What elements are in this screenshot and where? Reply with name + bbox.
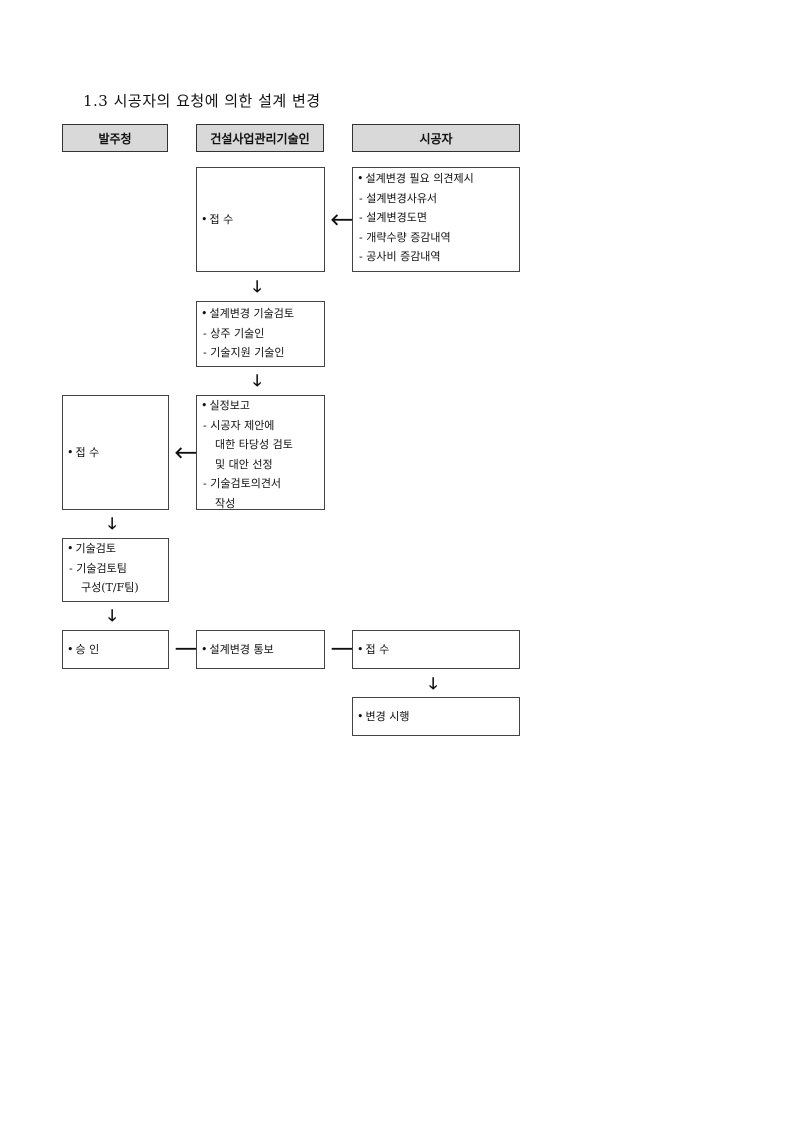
contractor-receipt-label: 접 수 [357, 640, 515, 660]
arrow-down-icon: 🡓 [429, 674, 438, 693]
supervisor-review-item: - 상주 기술인 [203, 326, 265, 340]
supervisor-report-item: 대한 타당성 검토 [215, 438, 293, 451]
arrow-down-icon: 🡓 [108, 514, 117, 533]
contractor-receipt-box: 접 수 [352, 630, 520, 669]
arrow-down-icon: 🡓 [253, 277, 262, 296]
contractor-request-box: 설계변경 필요 의견제시 - 설계변경사유서 - 설계변경도면 - 개략수량 증… [352, 167, 520, 272]
supervisor-review-box: 설계변경 기술검토 - 상주 기술인 - 기술지원 기술인 [196, 301, 325, 367]
contractor-execute-label: 변경 시행 [357, 707, 515, 727]
contractor-request-item: - 설계변경사유서 [359, 191, 438, 205]
owner-approval-box: 승 인 [62, 630, 169, 669]
contractor-request-main: 설계변경 필요 의견제시 [357, 169, 515, 189]
owner-review-box: 기술검토 - 기술검토팀 구성(T/F팀) [62, 538, 169, 602]
supervisor-receipt-label: 접 수 [201, 210, 320, 230]
header-owner: 발주청 [62, 124, 168, 152]
header-supervisor: 건설사업관리기술인 [196, 124, 324, 152]
header-contractor: 시공자 [352, 124, 520, 152]
supervisor-notice-label: 설계변경 통보 [201, 640, 320, 660]
owner-receipt-box: 접 수 [62, 395, 169, 510]
supervisor-report-item: - 기술검토의견서 [203, 477, 282, 490]
owner-review-main: 기술검토 [67, 539, 164, 559]
supervisor-review-main: 설계변경 기술검토 [201, 304, 320, 324]
supervisor-report-box: 실정보고 - 시공자 제안에 대한 타당성 검토 및 대안 선정 - 기술검토의… [196, 395, 325, 510]
supervisor-report-main: 실정보고 [201, 396, 320, 416]
owner-approval-label: 승 인 [67, 640, 164, 660]
arrow-down-icon: 🡓 [108, 606, 117, 625]
contractor-request-item: - 개략수량 증감내역 [359, 230, 451, 244]
owner-review-item: - 기술검토팀 [69, 561, 127, 575]
contractor-request-item: - 설계변경도면 [359, 211, 427, 224]
supervisor-review-item: - 기술지원 기술인 [203, 346, 285, 359]
page-title: 1.3 시공자의 요청에 의한 설계 변경 [83, 92, 321, 110]
supervisor-receipt-box: 접 수 [196, 167, 325, 272]
supervisor-report-item: 작성 [215, 496, 236, 510]
supervisor-report-item: 및 대안 선정 [215, 457, 273, 471]
supervisor-notice-box: 설계변경 통보 [196, 630, 325, 669]
owner-review-item: 구성(T/F팀) [81, 581, 139, 594]
arrow-down-icon: 🡓 [253, 371, 262, 390]
contractor-request-item: - 공사비 증감내역 [359, 250, 441, 263]
supervisor-report-item: - 시공자 제안에 [203, 418, 275, 432]
contractor-execute-box: 변경 시행 [352, 697, 520, 736]
owner-receipt-label: 접 수 [67, 443, 164, 463]
